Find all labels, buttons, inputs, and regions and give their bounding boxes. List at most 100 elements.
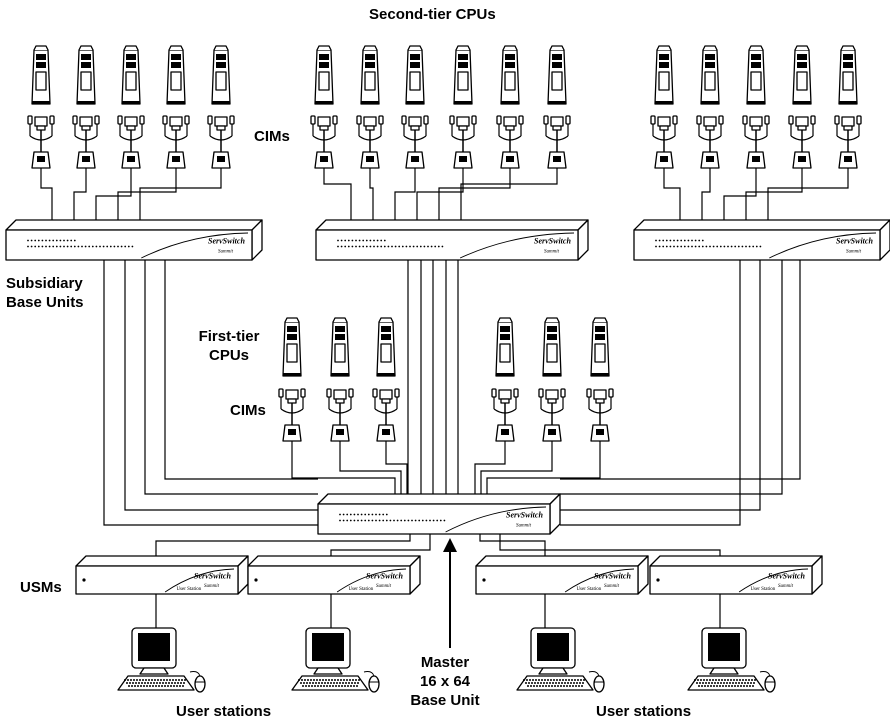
svg-text:ServSwitch: ServSwitch xyxy=(366,572,403,581)
cim-adapter-icon xyxy=(538,388,566,442)
svg-text:Summit: Summit xyxy=(604,584,620,589)
svg-text:ServSwitch: ServSwitch xyxy=(506,511,543,520)
cim-adapter-icon xyxy=(742,115,770,169)
cable xyxy=(479,534,546,558)
cable xyxy=(339,441,402,494)
cable xyxy=(369,168,374,220)
cable xyxy=(330,534,431,558)
cable xyxy=(480,441,553,494)
svg-text:Summit: Summit xyxy=(778,584,794,589)
cims-mid-label: CIMs xyxy=(230,402,266,419)
mouse-icon xyxy=(363,671,380,693)
cable xyxy=(723,168,757,220)
cable xyxy=(103,260,318,526)
computer-monitor-icon xyxy=(117,627,195,691)
computer-monitor-icon xyxy=(291,627,369,691)
cable xyxy=(323,168,352,220)
cims-top-label: CIMs xyxy=(254,128,290,145)
cim-adapter-icon xyxy=(372,388,400,442)
master-label-line2: 16 x 64 xyxy=(419,673,471,690)
tower-cpu-icon xyxy=(31,45,51,105)
cim-adapter-icon xyxy=(650,115,678,169)
tower-cpu-icon xyxy=(121,45,141,105)
cable xyxy=(139,168,222,220)
tower-cpu-icon xyxy=(746,45,766,105)
cable xyxy=(144,260,318,495)
svg-text:User Station: User Station xyxy=(750,587,775,592)
svg-text:ServSwitch: ServSwitch xyxy=(594,572,631,581)
cable xyxy=(560,260,801,480)
cim-adapter-icon xyxy=(27,115,55,169)
cable xyxy=(474,441,506,494)
tower-cpu-icon xyxy=(542,317,562,377)
arrow-up-icon xyxy=(443,538,457,648)
tower-cpu-icon xyxy=(211,45,231,105)
cim-adapter-icon xyxy=(449,115,477,169)
cable-wiring xyxy=(40,168,849,628)
cim-adapter-icon xyxy=(696,115,724,169)
cable xyxy=(560,260,761,511)
mouse-icon xyxy=(759,671,776,693)
cim-adapter-icon xyxy=(834,115,862,169)
cable xyxy=(40,168,53,220)
cim-adapter-icon xyxy=(117,115,145,169)
cim-adapter-icon xyxy=(310,115,338,169)
svg-text:ServSwitch: ServSwitch xyxy=(534,237,571,246)
tower-cpu-icon xyxy=(654,45,674,105)
cim-adapter-icon xyxy=(278,388,306,442)
cable xyxy=(291,441,396,494)
tower-cpu-icon xyxy=(76,45,96,105)
mouse-icon xyxy=(189,671,206,693)
svg-text:ServSwitch: ServSwitch xyxy=(768,572,805,581)
svg-text:ServSwitch: ServSwitch xyxy=(208,237,245,246)
cable xyxy=(95,168,132,220)
master-label-line3: Base Unit xyxy=(410,692,480,709)
cim-adapter-icon xyxy=(543,115,571,169)
computer-monitor-icon xyxy=(687,627,765,691)
cable xyxy=(394,168,416,220)
cim-adapter-icon xyxy=(491,388,519,442)
cable xyxy=(438,168,511,220)
cable xyxy=(460,168,558,220)
cable xyxy=(117,168,177,220)
subsidiary-label-line1: Subsidiary xyxy=(6,275,83,292)
cable xyxy=(155,534,411,558)
mouse-icon xyxy=(588,671,605,693)
tower-cpu-icon xyxy=(792,45,812,105)
tower-cpu-icon xyxy=(838,45,858,105)
cim-adapter-icon xyxy=(496,115,524,169)
tower-cpu-icon xyxy=(166,45,186,105)
tower-cpu-icon xyxy=(330,317,350,377)
first-tier-label-line2: CPUs xyxy=(208,347,249,364)
tower-cpu-icon xyxy=(547,45,567,105)
cable xyxy=(767,168,849,220)
user-stations-right-label: User stations xyxy=(596,703,692,720)
tower-cpu-icon xyxy=(314,45,334,105)
cim-adapter-icon xyxy=(326,388,354,442)
cim-adapter-icon xyxy=(162,115,190,169)
subsidiary-label-line2: Base Units xyxy=(6,294,84,311)
tower-cpu-icon xyxy=(453,45,473,105)
cim-adapter-icon xyxy=(72,115,100,169)
cable xyxy=(701,168,711,220)
cable xyxy=(745,168,803,220)
cable xyxy=(663,168,681,220)
svg-text:User Station: User Station xyxy=(576,587,601,592)
tower-cpu-icon xyxy=(590,317,610,377)
tower-cpu-icon xyxy=(405,45,425,105)
tower-cpu-icon xyxy=(700,45,720,105)
svg-text:User Station: User Station xyxy=(176,587,201,592)
tower-cpu-icon xyxy=(500,45,520,105)
cim-adapter-icon xyxy=(788,115,816,169)
computer-monitor-icon xyxy=(516,627,594,691)
cable xyxy=(486,441,601,494)
second-tier-cpus-label: Second-tier CPUs xyxy=(369,6,496,23)
